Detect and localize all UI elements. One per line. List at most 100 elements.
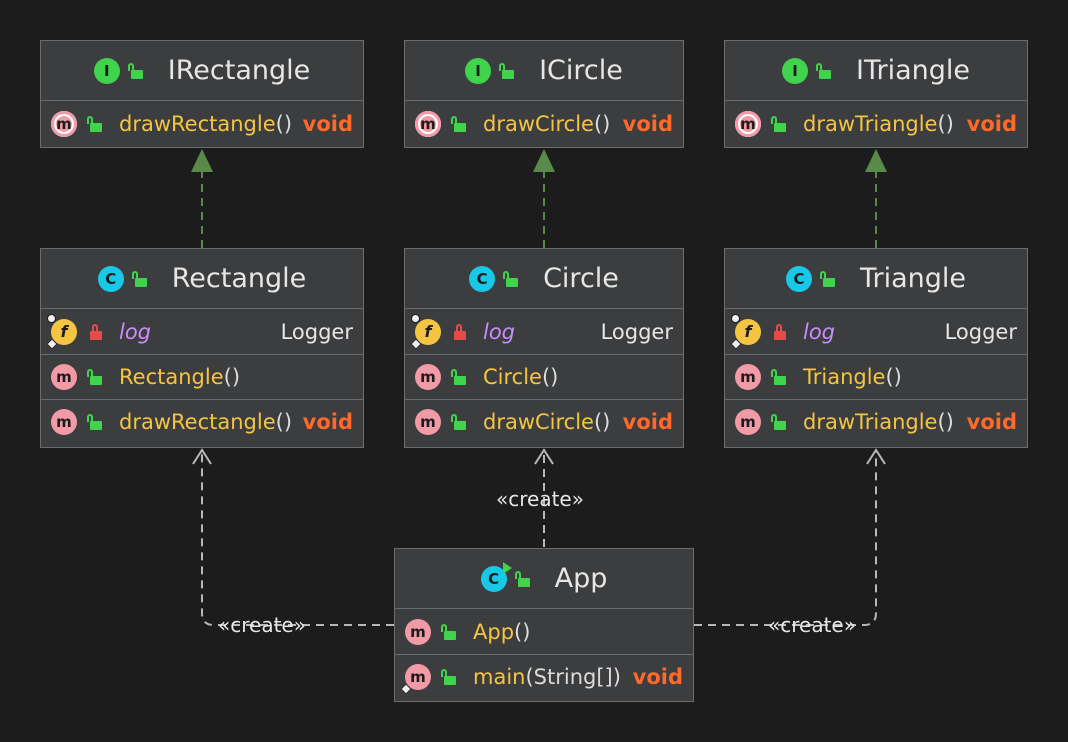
abstract-method-icon: m	[415, 110, 441, 137]
abstract-method-icon: m	[51, 110, 77, 137]
field-name: log	[803, 319, 836, 344]
method-row[interactable]: m drawRectangle () void	[41, 399, 363, 444]
public-visibility-icon	[816, 62, 832, 79]
method-params: ()	[937, 111, 954, 136]
node-header: I ICircle	[405, 41, 683, 101]
dependency-edge-triangle	[694, 448, 886, 626]
public-visibility-icon	[771, 369, 787, 385]
method-name: main	[473, 665, 526, 689]
private-visibility-icon	[89, 323, 103, 340]
node-header: I IRectangle	[41, 41, 363, 101]
method-params: ()	[593, 410, 611, 434]
node-title: ITriangle	[856, 55, 970, 86]
node-title: Triangle	[859, 263, 967, 294]
field-row[interactable]: f log Logger	[41, 309, 363, 354]
node-title: Rectangle	[171, 263, 307, 294]
public-visibility-icon	[771, 115, 787, 132]
interface-node-icircle[interactable]: I ICircle m drawCircle () void	[404, 40, 684, 148]
node-header: C Circle	[405, 249, 683, 309]
node-title: App	[554, 563, 608, 594]
return-type: void	[622, 410, 673, 434]
private-visibility-icon	[773, 323, 787, 340]
constructor-row[interactable]: m Circle ()	[405, 354, 683, 399]
public-visibility-icon	[503, 270, 519, 287]
node-header: I ITriangle	[725, 41, 1027, 101]
constructor-name: Circle	[483, 365, 542, 389]
constructor-params: ()	[514, 619, 531, 644]
method-name: drawTriangle	[803, 111, 938, 136]
implements-edge-circle	[533, 149, 555, 248]
public-visibility-icon	[441, 623, 457, 640]
constructor-row[interactable]: m Triangle ()	[725, 354, 1027, 399]
public-visibility-icon	[819, 270, 836, 287]
method-icon: m	[405, 618, 431, 645]
method-name: drawRectangle	[119, 111, 276, 136]
method-icon: m	[735, 364, 761, 390]
public-visibility-icon	[451, 369, 467, 385]
field-type: Logger	[600, 319, 673, 344]
class-icon: C	[469, 265, 496, 292]
public-visibility-icon	[499, 62, 515, 79]
constructor-name: App	[473, 619, 515, 644]
field-name: log	[483, 319, 516, 344]
implements-edge-rectangle	[191, 149, 213, 248]
node-title: ICircle	[539, 55, 623, 86]
field-type: Logger	[944, 319, 1017, 344]
runnable-class-icon: C	[480, 561, 512, 592]
public-visibility-icon	[87, 115, 103, 132]
public-visibility-icon	[771, 414, 787, 430]
private-visibility-icon	[453, 323, 467, 340]
public-visibility-icon	[451, 414, 467, 430]
field-icon: f	[410, 313, 441, 350]
method-icon: m	[51, 409, 77, 435]
method-params: ()	[275, 111, 293, 136]
class-icon: C	[785, 265, 812, 292]
dependency-edge-rectangle	[192, 448, 394, 626]
interface-icon: I	[93, 57, 120, 84]
constructor-row[interactable]: m Rectangle ()	[41, 354, 363, 399]
method-icon: m	[415, 364, 441, 390]
class-node-circle[interactable]: C Circle f log Logger m Circle () m draw…	[404, 248, 684, 448]
constructor-name: Triangle	[803, 365, 886, 389]
create-label-triangle: «create»	[768, 613, 856, 637]
abstract-method-icon: m	[735, 110, 761, 137]
method-row[interactable]: m drawRectangle () void	[41, 101, 363, 146]
public-visibility-icon	[87, 369, 103, 385]
field-row[interactable]: f log Logger	[725, 309, 1027, 354]
class-node-app[interactable]: C App m App () m main (String[]) void	[394, 548, 694, 702]
node-header: C Triangle	[725, 249, 1027, 309]
node-header: C App	[395, 549, 693, 609]
public-visibility-icon	[87, 414, 103, 430]
method-row[interactable]: m drawCircle () void	[405, 101, 683, 146]
implements-edge-triangle	[865, 149, 887, 248]
constructor-params: ()	[885, 365, 902, 389]
return-type: void	[966, 410, 1017, 434]
method-name: drawCircle	[483, 111, 594, 136]
field-icon: f	[730, 313, 761, 350]
interface-icon: I	[465, 57, 492, 84]
public-visibility-icon	[514, 570, 531, 587]
constructor-row[interactable]: m App ()	[395, 609, 693, 654]
constructor-params: ()	[223, 365, 241, 389]
public-visibility-icon	[131, 270, 148, 287]
class-node-rectangle[interactable]: C Rectangle f log Logger m Rectangle () …	[40, 248, 364, 448]
method-params: (String[])	[525, 665, 621, 689]
method-row[interactable]: m drawCircle () void	[405, 399, 683, 444]
field-row[interactable]: f log Logger	[405, 309, 683, 354]
method-row[interactable]: m drawTriangle () void	[725, 101, 1027, 146]
dependency-edge-circle	[534, 448, 554, 547]
class-node-triangle[interactable]: C Triangle f log Logger m Triangle () m …	[724, 248, 1028, 448]
create-label-circle: «create»	[496, 487, 584, 511]
method-row[interactable]: m main (String[]) void	[395, 654, 693, 699]
node-header: C Rectangle	[41, 249, 363, 309]
interface-node-irectangle[interactable]: I IRectangle m drawRectangle () void	[40, 40, 364, 148]
method-row[interactable]: m drawTriangle () void	[725, 399, 1027, 444]
return-type: void	[622, 111, 673, 136]
interface-node-itriangle[interactable]: I ITriangle m drawTriangle () void	[724, 40, 1028, 148]
node-title: Circle	[543, 263, 619, 294]
method-icon: m	[51, 364, 77, 390]
method-params: ()	[937, 410, 954, 434]
method-name: drawTriangle	[803, 410, 938, 434]
method-name: drawRectangle	[119, 410, 276, 434]
